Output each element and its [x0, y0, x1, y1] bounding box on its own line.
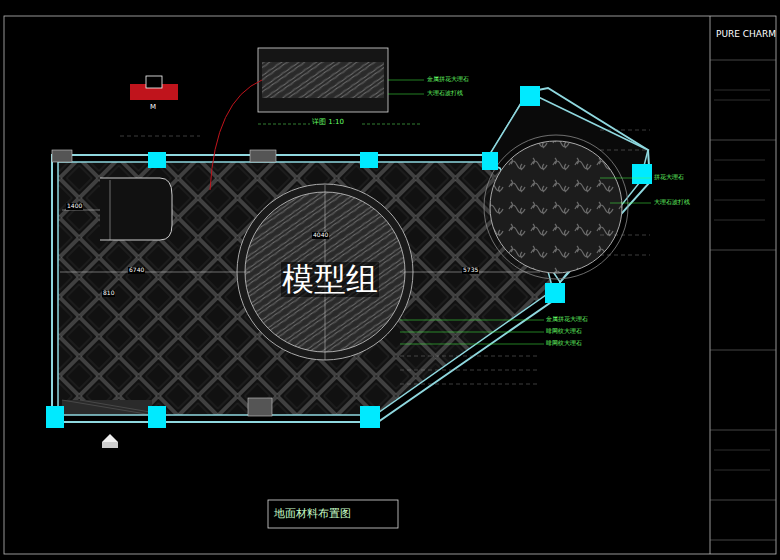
- material-note: 啡网纹大理石: [546, 340, 582, 347]
- dimension: 1400: [66, 203, 83, 210]
- material-note: 拼花大理石: [654, 174, 684, 181]
- material-note: 金属拼花大理石: [427, 76, 469, 83]
- dimension: 5735: [462, 267, 479, 274]
- dimension: 810: [102, 290, 115, 297]
- title-box: 地面材料布置图: [268, 500, 398, 528]
- dimension: 4040: [312, 232, 329, 239]
- watermark: 模型组: [281, 262, 379, 297]
- dimension: 6740: [128, 267, 145, 274]
- detail-title: 详图 1:10: [312, 119, 344, 127]
- logo-text: PURE CHARM: [716, 30, 776, 40]
- detail-mark: M: [150, 104, 156, 112]
- material-note: 金属拼花大理石: [546, 316, 588, 323]
- material-note: 大理石波打线: [427, 90, 463, 97]
- material-note: 啡网纹大理石: [546, 328, 582, 335]
- drawing-title: 地面材料布置图: [274, 507, 351, 520]
- material-note: 大理石波打线: [654, 199, 690, 206]
